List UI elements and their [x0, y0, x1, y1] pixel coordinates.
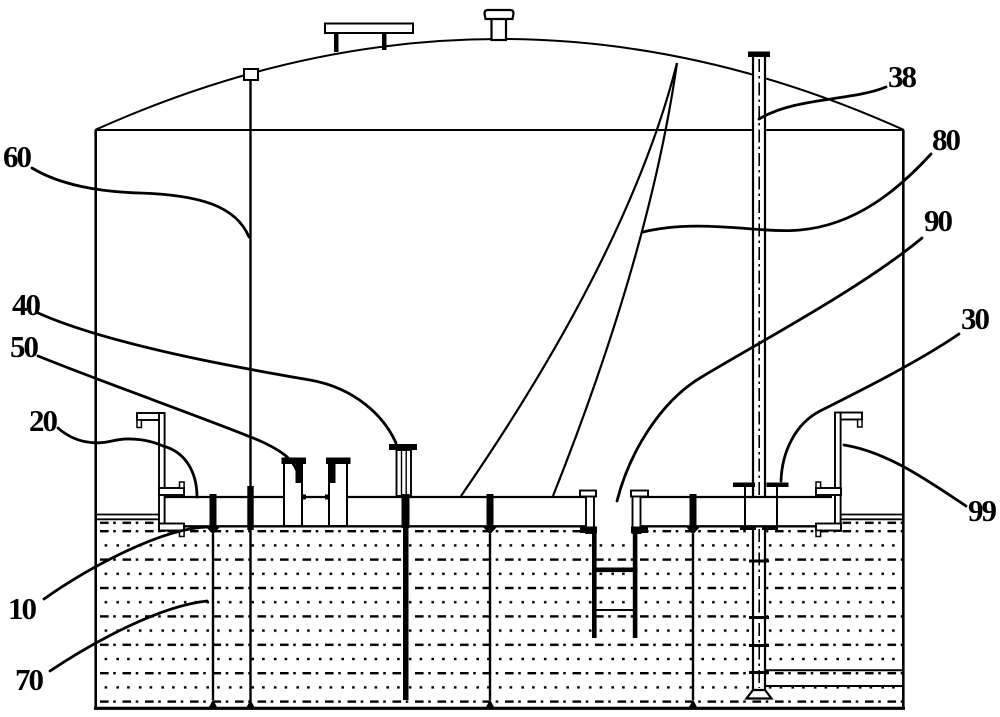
- platform-leg: [334, 32, 339, 52]
- rim-seal-plates: [97, 513, 902, 521]
- support-leg: [206, 494, 220, 708]
- left-bracket-plate: [158, 412, 166, 532]
- guide-pole: [246, 80, 255, 708]
- roof-platform: [324, 22, 414, 52]
- vent-cap: [483, 8, 515, 21]
- ladder-rail: [592, 533, 597, 638]
- ladder-rung: [592, 567, 638, 573]
- ref-label-90: 90: [924, 203, 953, 238]
- platform-plate: [324, 22, 414, 34]
- deck-body: [165, 498, 832, 526]
- pipe-top-cap: [748, 51, 770, 57]
- leader-line-20: [56, 426, 199, 499]
- leader-line-90: [615, 236, 924, 503]
- vent-rod: [295, 464, 301, 483]
- leader-line-40: [36, 311, 398, 445]
- roof-vent: [483, 8, 515, 42]
- leader-line-38: [757, 85, 888, 121]
- vacuum-breaker: [389, 444, 417, 700]
- manhole-bottom-flange: [631, 526, 648, 533]
- support-leg: [483, 494, 497, 708]
- manhole-top-flange: [579, 489, 597, 498]
- leader-line-99: [842, 443, 968, 508]
- right-rim-bracket: [815, 411, 863, 538]
- vent-rod: [330, 464, 336, 483]
- floating-deck: [165, 495, 832, 528]
- support-legs: [206, 494, 700, 708]
- sleeve-flange-left: [733, 482, 755, 487]
- vent-stem: [490, 15, 508, 42]
- breaker-cap: [389, 444, 417, 450]
- right-bracket-hook-lip: [856, 418, 863, 428]
- right-channel-bottom: [815, 522, 842, 532]
- vent-post-cap: [281, 457, 306, 464]
- left-rim-bracket: [136, 412, 185, 538]
- ref-label-38: 38: [888, 59, 917, 94]
- right-bracket-hook: [839, 411, 863, 421]
- ladder-rail: [632, 533, 638, 638]
- left-bracket-hook-lip: [136, 419, 143, 429]
- ref-label-99: 99: [968, 493, 997, 528]
- pole-top-cap: [243, 68, 259, 81]
- deck-manhole: [579, 489, 649, 638]
- ref-label-10: 10: [8, 591, 37, 626]
- leader-line-70: [48, 599, 209, 673]
- leader-line-10: [42, 525, 210, 601]
- ref-label-20: 20: [29, 403, 58, 438]
- pipe-base-lines: [766, 669, 902, 687]
- ref-label-40: 40: [12, 287, 41, 322]
- pipe-deck-sleeve: [733, 482, 789, 530]
- breaker-body: [395, 449, 412, 497]
- dome-roof: [94, 38, 905, 131]
- leader-lines: [30, 85, 968, 673]
- cable-right-line: [551, 62, 679, 497]
- gauge-pipe: [744, 51, 774, 700]
- right-channel-top: [815, 487, 842, 496]
- leader-line-60: [30, 166, 251, 239]
- sleeve-flange-right: [766, 482, 789, 487]
- ref-label-70: 70: [15, 662, 44, 697]
- leader-line-50: [36, 354, 299, 473]
- bleeder-vent: [281, 457, 351, 527]
- pipe-bottom-bell: [744, 688, 774, 700]
- manhole-interior: [595, 491, 633, 533]
- ladder-rung-thin: [593, 609, 637, 611]
- ref-label-50: 50: [10, 329, 39, 364]
- leader-line-30: [779, 332, 961, 483]
- left-bracket-hook: [136, 412, 162, 421]
- manhole-ladder: [592, 533, 638, 638]
- guide-cable: [460, 62, 679, 497]
- right-bracket-plate: [834, 411, 842, 532]
- ref-label-30: 30: [961, 301, 990, 336]
- ref-label-80: 80: [932, 122, 961, 157]
- platform-leg: [382, 32, 387, 50]
- vent-post-cap: [326, 457, 351, 464]
- manhole-bottom-flange: [580, 526, 597, 533]
- breaker-deck-block: [401, 494, 410, 528]
- left-channel-bottom: [158, 522, 185, 532]
- pipe-graduation-ticks: [749, 559, 769, 674]
- support-leg: [686, 494, 700, 708]
- leader-line-80: [641, 152, 933, 234]
- breaker-stem: [403, 528, 409, 700]
- cable-left-line: [460, 62, 679, 497]
- left-channel-top: [158, 487, 185, 496]
- manhole-top-flange: [630, 489, 649, 498]
- ref-label-60: 60: [3, 139, 32, 174]
